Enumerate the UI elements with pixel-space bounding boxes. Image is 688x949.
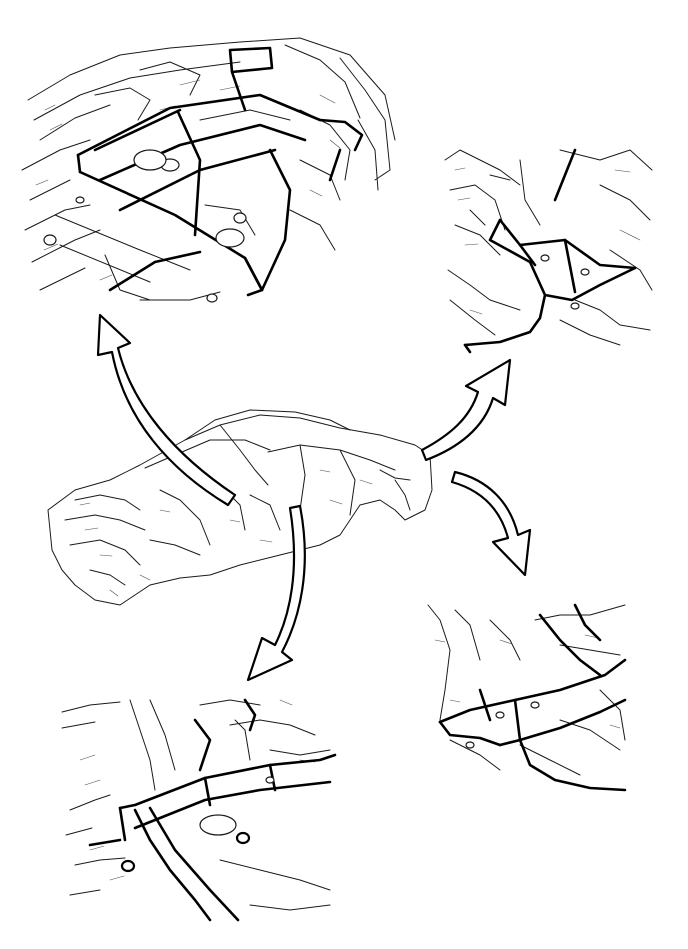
mounting-holes [43,149,247,303]
detail-view-top-right [444,148,653,354]
detail-view-bottom-right [427,603,627,792]
background-structure [61,699,331,911]
callout-arrows [96,313,532,682]
arrow-to-top-left-detail [96,313,237,507]
background-structure [427,604,626,776]
arrow-to-top-right-detail [420,358,512,462]
arrow-to-bottom-left-detail [246,504,306,682]
background-structure [444,149,653,346]
mounting-holes [540,254,590,310]
mounting-holes [120,776,275,873]
highlighted-crossmember [76,46,364,297]
mounting-holes [465,701,540,749]
car-body-in-white [47,409,433,606]
highlighted-tunnel-section [438,603,627,792]
highlighted-tunnel-section [463,148,637,354]
highlighted-crossmember [88,698,337,922]
arrow-to-bottom-right-detail [450,470,532,577]
detail-view-bottom-left [61,698,337,922]
detail-view-top-left [21,37,396,303]
background-structure [21,37,396,301]
